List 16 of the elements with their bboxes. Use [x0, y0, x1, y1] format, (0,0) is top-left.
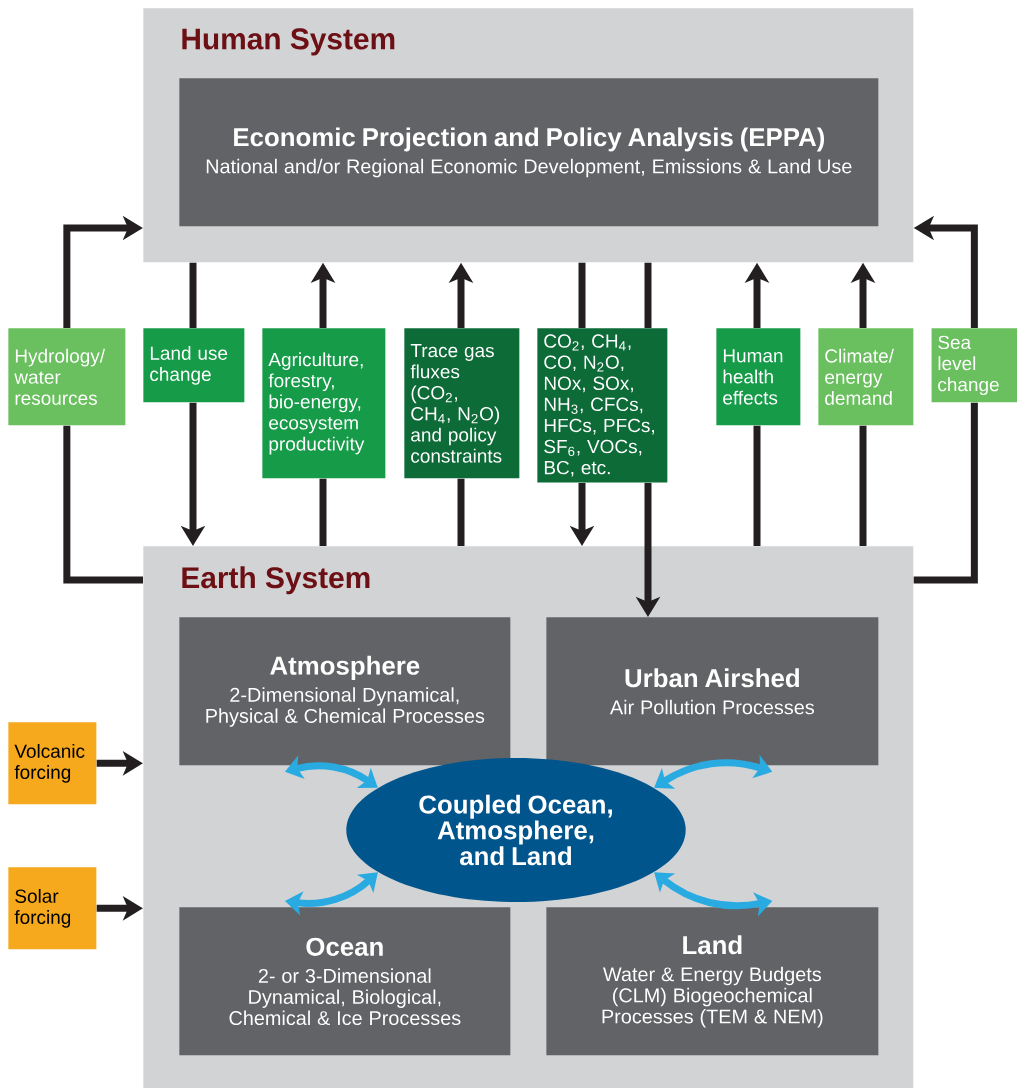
forcing-box: Volcanic forcing: [8, 722, 97, 805]
label-box: Climate/ energy demand: [818, 328, 914, 426]
forcing-box: Solar forcing: [8, 867, 97, 950]
model-box: Urban Airshed Air Pollution Processes: [546, 617, 879, 766]
connector-line: [913, 402, 978, 584]
model-box: Economic Projection and Policy Analysis (EPPA) National and/or Regional Economic Development, Emissions & Land Use: [179, 78, 879, 227]
label-box: Land use change: [143, 328, 245, 403]
label-box: Human health effects: [716, 328, 801, 426]
label-box: Agriculture, forestry, bio-energy, ecosystem productivity: [262, 328, 386, 479]
model-box: Ocean 2- or 3-Dimensional Dynamical, Biological, Chemical & Ice Processes: [179, 907, 511, 1056]
label-box: Trace gas fluxes (CO$_{2}$, CH$_{4}$, N$_{2}$O) and policy constraints: [404, 328, 520, 479]
label-box: CO$_{2}$, CH$_{4}$, CO, N$_{2}$O, NOx, SOx, NH$_{3}$, CFCs, HFCs, PFCs, SF$_{6}$, VOCs, BC, etc.: [537, 328, 668, 483]
model-box: Atmosphere 2-Dimensional Dynamical, Physical & Chemical Processes: [179, 617, 511, 766]
label-box: Hydrology/ water resources: [8, 328, 126, 426]
label-box: Sea level change: [931, 328, 1017, 403]
model-box: Land Water & Energy Budgets (CLM) Biogeochemical Processes (TEM & NEM): [546, 907, 879, 1056]
